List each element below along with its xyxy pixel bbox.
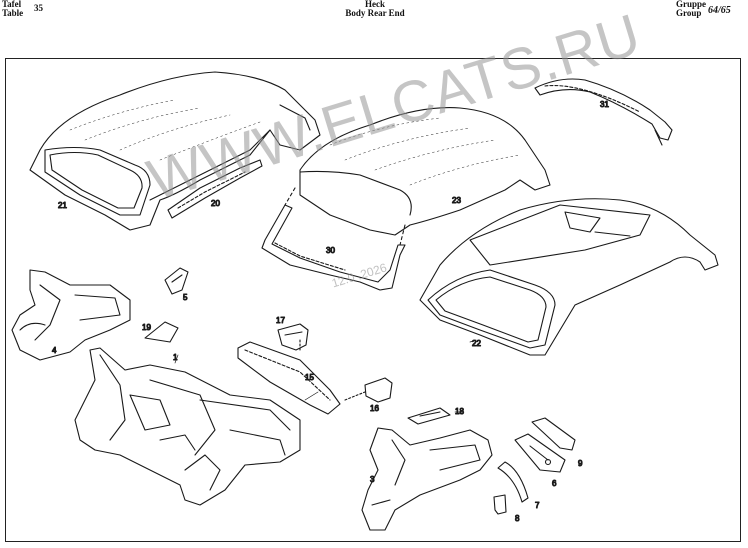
part-label: 19 — [142, 323, 151, 332]
part-label: 15 — [305, 373, 314, 382]
part-6-bracket[interactable] — [514, 433, 566, 473]
part-label: 21 — [58, 201, 67, 210]
part-1-rear-structure[interactable] — [74, 347, 301, 506]
page-title: Heck Body Rear End — [330, 0, 420, 18]
part-16-cover[interactable] — [344, 377, 393, 403]
part-label: 23 — [452, 196, 461, 205]
group-label: Gruppe Group — [676, 0, 706, 18]
part-label: 3 — [370, 475, 375, 484]
table-label-en: Table — [2, 8, 24, 18]
part-label: 22 — [472, 339, 481, 348]
part-label: 4 — [52, 346, 57, 355]
part-label: 9 — [578, 459, 583, 468]
part-labels: 1 3 4 5 6 7 8 9 15 16 17 18 19 20 21 22 … — [51, 99, 610, 523]
part-15-cross-member[interactable] — [237, 339, 341, 415]
part-30-window-frame[interactable] — [261, 187, 406, 291]
title-en: Body Rear End — [345, 8, 405, 18]
part-label: 20 — [211, 199, 220, 208]
part-label: 16 — [370, 404, 379, 413]
leader-lines — [174, 339, 477, 413]
part-20-rail[interactable] — [167, 159, 263, 219]
part-19-gusset[interactable] — [144, 321, 179, 343]
part-label: 30 — [326, 246, 335, 255]
part-label: 18 — [455, 407, 464, 416]
part-label: 17 — [276, 316, 285, 325]
part-label: 5 — [183, 293, 188, 302]
part-label: 8 — [515, 514, 520, 523]
part-5-bracket[interactable] — [164, 267, 189, 295]
group-label-de: Gruppe — [676, 0, 707, 9]
part-17-cover[interactable] — [277, 323, 309, 351]
table-label-de: Tafel — [2, 0, 22, 9]
table-label: Tafel Table — [2, 0, 23, 18]
group-label-en: Group — [676, 8, 702, 18]
part-4-side-panel[interactable] — [11, 269, 131, 361]
part-label: 1 — [173, 353, 178, 362]
part-22-roof-sunroof[interactable] — [419, 198, 719, 356]
part-7-strip[interactable] — [497, 461, 529, 503]
group-number: 64/65 — [708, 5, 731, 16]
part-23-roof[interactable] — [299, 107, 551, 236]
part-label: 31 — [600, 100, 609, 109]
part-label: 7 — [535, 501, 540, 510]
part-21-roof[interactable] — [29, 71, 321, 231]
part-18-plate[interactable] — [407, 407, 451, 425]
part-31-strip[interactable] — [534, 78, 673, 146]
diagram-frame — [5, 58, 741, 542]
part-8-clip[interactable] — [493, 494, 507, 515]
part-label: 6 — [552, 479, 557, 488]
table-number: 35 — [34, 3, 43, 13]
part-9-bracket[interactable] — [531, 417, 576, 451]
part-3-side-panel[interactable] — [361, 427, 493, 531]
title-de: Heck — [365, 0, 385, 9]
